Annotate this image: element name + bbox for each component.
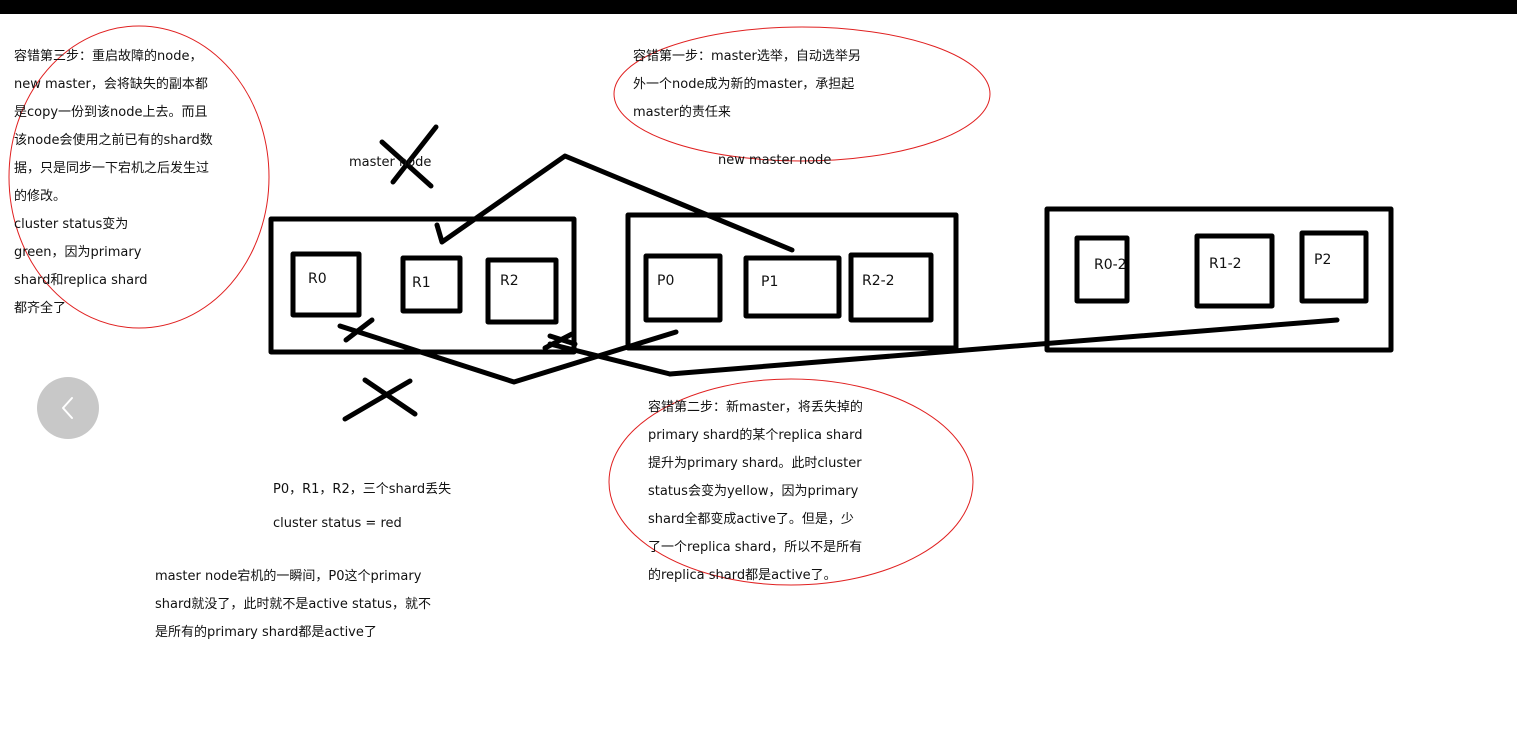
step2-note-line: shard全都变成active了。但是，少 (648, 512, 854, 527)
shard-label-p2: P2 (1314, 252, 1332, 268)
step3-annotation-ellipse (8, 25, 270, 329)
node1-shard-r1-box (400, 255, 463, 314)
new-master-node-label: new master node (718, 153, 832, 168)
step3-note-line: 都齐全了 (14, 301, 67, 316)
shard-label-p1: P1 (761, 274, 779, 290)
step1-note-line: 外一个node成为新的master，承担起 (633, 77, 855, 92)
step3-note-line: 的修改。 (14, 189, 67, 204)
shard-label-r0: R0 (308, 271, 327, 287)
master-crash-cross-line1 (390, 124, 439, 185)
election-arrow (434, 153, 795, 253)
crash-note: master node宕机的一瞬间，P0这个primary shard就没了，此… (155, 563, 431, 647)
node2-box (625, 212, 959, 351)
previous-button[interactable] (37, 377, 99, 439)
lost-shards-cross-line2 (362, 377, 418, 417)
tick-mark-3 (547, 333, 578, 347)
diagram-canvas: R0 R1 R2 P0 P1 R2-2 R0-2 R1-2 P2 master … (0, 14, 1517, 753)
step2-note-line: status会变为yellow，因为primary (648, 484, 859, 499)
step1-note-line: master的责任来 (633, 105, 731, 120)
step3-note-line: green，因为primary (14, 245, 142, 260)
lost-shards-note-line: P0，R1，R2，三个shard丢失 (273, 482, 452, 497)
node2-shard-p1-box (743, 255, 842, 319)
chevron-left-icon (62, 397, 73, 419)
promotion-arrow-1 (337, 323, 679, 385)
node2-shard-r2-2-box (848, 252, 934, 323)
step2-note-line: 提升为primary shard。此时cluster (648, 456, 862, 471)
node3-shard-r1-2-box (1194, 233, 1275, 309)
step3-note: 容错第三步：重启故障的node， new master，会将缺失的副本都 是co… (14, 43, 213, 323)
step3-note-line: new master，会将缺失的副本都 (14, 77, 208, 92)
master-crash-cross-line2 (379, 139, 434, 189)
crash-note-line: shard就没了，此时就不是active status，就不 (155, 597, 431, 612)
step3-note-line: 据，只是同步一下宕机之后发生过 (14, 161, 210, 176)
shard-label-r1-2: R1-2 (1209, 256, 1242, 272)
step2-note-line: 容错第二步：新master，将丢失掉的 (648, 400, 863, 415)
promotion-arrow-3 (667, 317, 1340, 377)
top-bar (0, 0, 1517, 14)
shard-label-p0: P0 (657, 273, 675, 289)
lost-shards-cross-line1 (342, 378, 413, 422)
step1-annotation-ellipse (613, 26, 991, 162)
lost-shards-note: P0，R1，R2，三个shard丢失 cluster status = red (273, 473, 451, 541)
promotion-arrow-2 (547, 341, 673, 377)
shard-label-r1: R1 (412, 275, 431, 291)
crash-note-line: 是所有的primary shard都是active了 (155, 625, 377, 640)
node2-shard-p0-box (643, 253, 723, 323)
node3-shard-r0-2-box (1074, 235, 1130, 304)
diagram-drawing (8, 25, 1394, 586)
master-node-label: master node (349, 155, 432, 170)
step1-note: 容错第一步：master选举，自动选举另 外一个node成为新的master，承… (633, 43, 861, 127)
node3-shard-p2-box (1299, 230, 1369, 304)
tick-mark-1 (343, 317, 375, 343)
step3-note-line: 容错第三步：重启故障的node， (14, 49, 203, 64)
step3-note-line: shard和replica shard (14, 273, 148, 288)
step2-note-line: 了一个replica shard，所以不是所有 (648, 540, 863, 555)
node3-box (1044, 206, 1394, 353)
node1-shard-r2-box (485, 257, 559, 325)
lost-shards-note-line: cluster status = red (273, 516, 402, 531)
step3-note-line: 该node会使用之前已有的shard数 (14, 133, 213, 148)
step2-note-line: 的replica shard都是active了。 (648, 568, 837, 583)
step2-note-line: primary shard的某个replica shard (648, 428, 863, 443)
shard-label-r2-2: R2-2 (862, 273, 895, 289)
crash-note-line: master node宕机的一瞬间，P0这个primary (155, 569, 422, 584)
step2-note: 容错第二步：新master，将丢失掉的 primary shard的某个repl… (648, 394, 863, 590)
node1-shard-r0-box (290, 251, 362, 318)
step2-annotation-ellipse (608, 378, 974, 586)
shard-label-r2: R2 (500, 273, 519, 289)
step3-note-line: 是copy一份到该node上去。而且 (14, 105, 208, 120)
step3-note-line: cluster status变为 (14, 217, 129, 232)
shard-label-r0-2: R0-2 (1094, 257, 1127, 273)
step1-note-line: 容错第一步：master选举，自动选举另 (633, 49, 861, 64)
